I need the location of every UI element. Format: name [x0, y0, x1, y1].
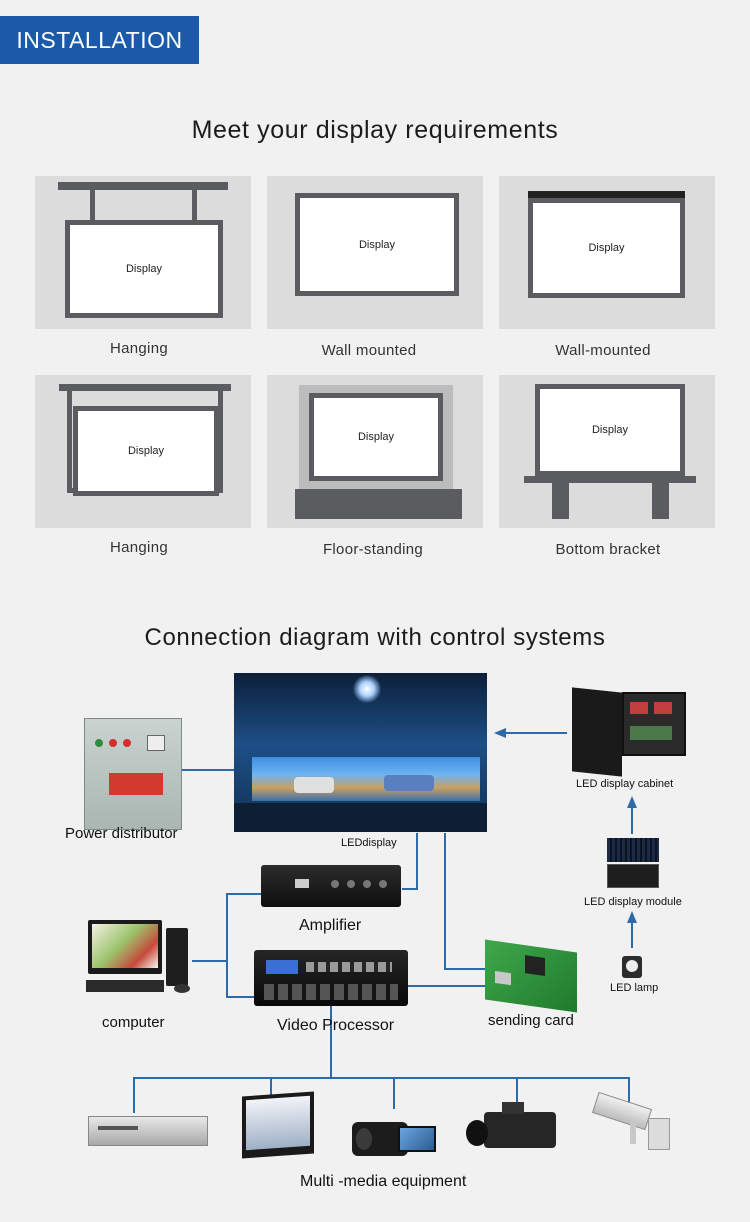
caption-hanging-1: Hanging: [24, 340, 254, 357]
label-led-module: LED display module: [584, 896, 682, 908]
label-computer: computer: [102, 1014, 165, 1031]
caption-bottom-bracket: Bottom bracket: [493, 541, 723, 558]
led-display-image: [234, 673, 487, 832]
label-led-cabinet: LED display cabinet: [576, 778, 673, 790]
display-label: Display: [533, 242, 680, 254]
display-label: Display: [540, 424, 680, 436]
section-title-connection: Connection diagram with control systems: [0, 624, 750, 652]
connector-line: [416, 833, 418, 889]
connector-line: [133, 1077, 629, 1079]
label-amplifier: Amplifier: [299, 917, 361, 935]
sending-card-image: [485, 940, 577, 1013]
connector-line: [226, 893, 228, 997]
caption-wall-mounted-2: Wall-mounted: [488, 342, 718, 359]
arrow-up-icon: [627, 796, 637, 808]
install-tile-hanging: Display: [35, 176, 251, 329]
arrow-up-icon: [627, 911, 637, 923]
connector-line: [192, 960, 228, 962]
label-sending-card: sending card: [488, 1012, 574, 1029]
label-multimedia: Multi -media equipment: [300, 1173, 466, 1191]
caption-hanging-2: Hanging: [24, 539, 254, 556]
display-label: Display: [300, 239, 454, 251]
led-lamp-image: [622, 956, 642, 978]
connector-line: [631, 806, 633, 834]
display-label: Display: [314, 431, 438, 443]
arrow-left-icon: [494, 728, 506, 738]
dvd-player-image: [88, 1112, 206, 1152]
install-tile-bottom-bracket: Display: [499, 375, 715, 528]
camcorder-image: [352, 1108, 436, 1158]
video-camera-image: [466, 1102, 562, 1156]
led-module-image: [607, 838, 659, 888]
connector-line: [505, 732, 567, 734]
section-title-requirements: Meet your display requirements: [0, 116, 750, 145]
display-label: Display: [78, 445, 214, 457]
monitor-image: [242, 1091, 314, 1158]
amplifier-image: [261, 865, 401, 907]
connector-line: [270, 1077, 272, 1095]
connector-line: [393, 1077, 395, 1109]
connector-line: [444, 968, 486, 970]
connector-line: [180, 769, 234, 771]
display-label: Display: [70, 263, 218, 275]
security-camera-image: [594, 1096, 674, 1156]
label-video-processor: Video Processor: [277, 1017, 394, 1035]
label-power-distributor: Power distributor: [65, 825, 178, 842]
led-cabinet-image: [572, 688, 682, 774]
install-tile-floor-standing: Display: [267, 375, 483, 528]
power-distributor-image: [84, 718, 182, 830]
connector-line: [226, 893, 262, 895]
connector-line: [402, 888, 418, 890]
installation-banner: INSTALLATION: [0, 16, 199, 64]
install-tile-hanging-2: Display: [35, 375, 251, 528]
computer-image: [86, 918, 196, 996]
connector-line: [133, 1077, 135, 1113]
label-led-display: LEDdisplay: [341, 837, 397, 849]
caption-wall-mounted: Wall mounted: [254, 342, 484, 359]
label-led-lamp: LED lamp: [610, 982, 658, 994]
install-tile-wall-mounted-2: Display: [499, 176, 715, 329]
caption-floor-standing: Floor-standing: [258, 541, 488, 558]
connector-line: [400, 985, 486, 987]
connector-line: [444, 833, 446, 969]
connector-line: [631, 920, 633, 948]
connector-line: [516, 1077, 518, 1103]
install-tile-wall-mounted: Display: [267, 176, 483, 329]
video-processor-image: [254, 950, 408, 1006]
